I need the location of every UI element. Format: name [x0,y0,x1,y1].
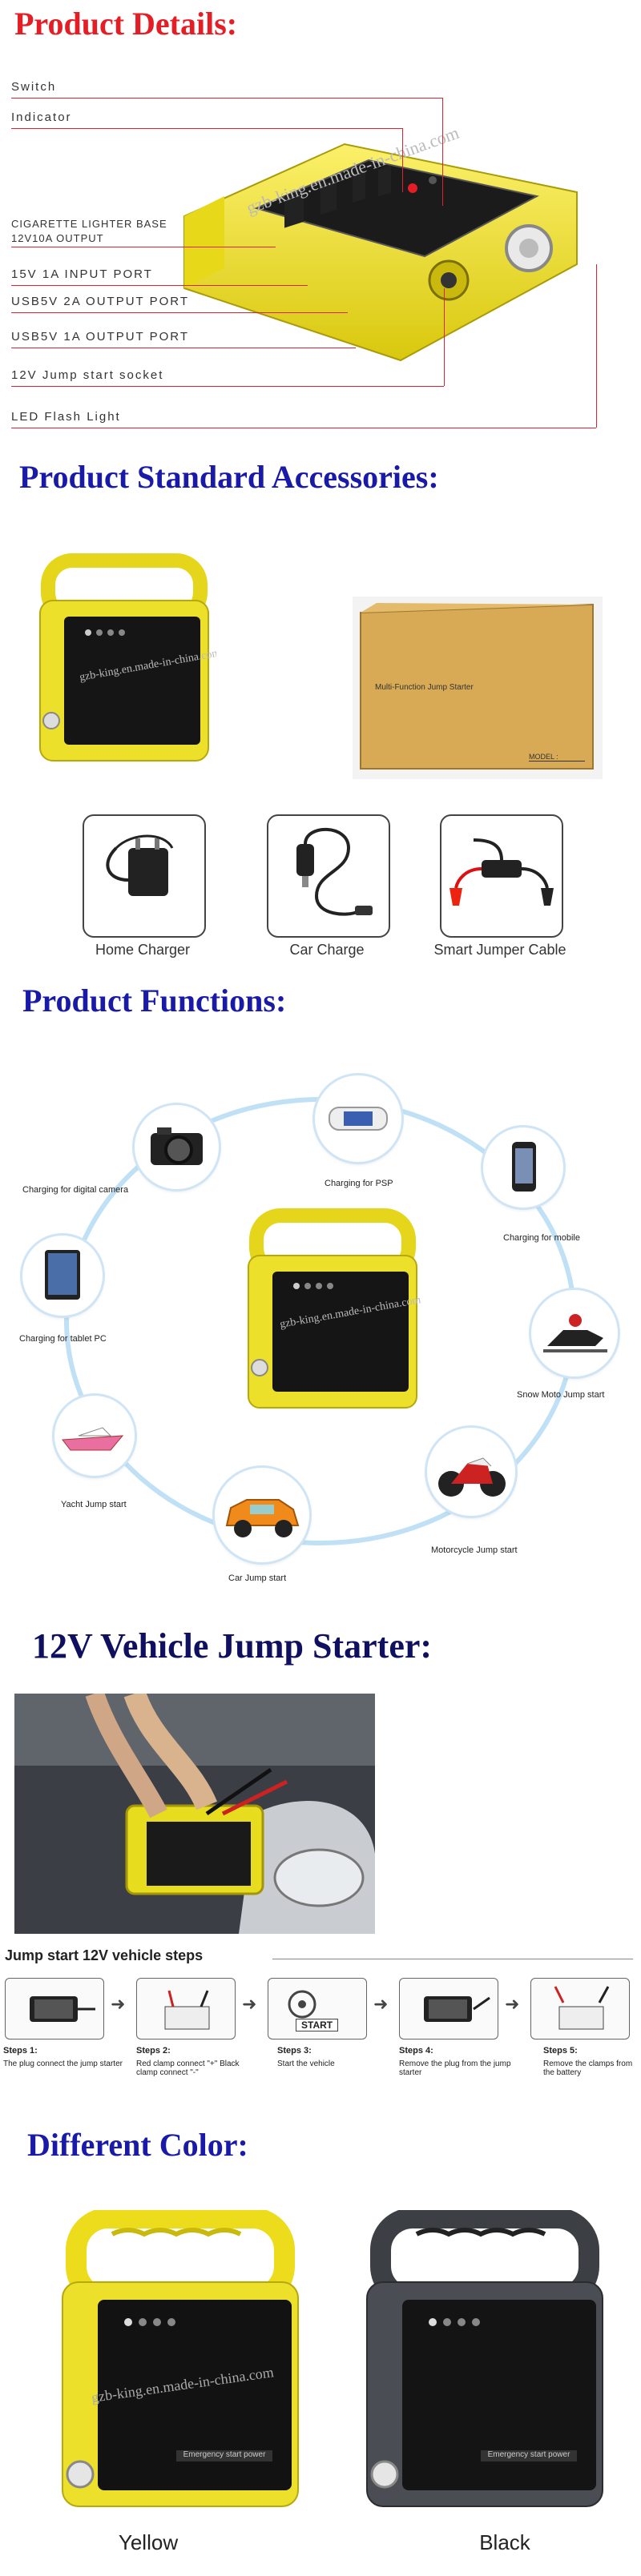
function-snow-moto-label: Snow Moto Jump start [517,1390,605,1400]
step-arrow-icon: ➜ [505,1994,520,2014]
step-5-desc: Remove the clamps from the battery [543,2060,633,2077]
step-2-image [136,1978,236,2040]
functions-center-product-illustration: gzb-king.en.made-in-china.com [248,1208,422,1409]
function-car-label: Car Jump start [228,1573,287,1583]
step-5-title: Steps 5: [543,2046,578,2056]
car-icon [215,1468,309,1562]
leader-jump-socket [11,386,444,387]
function-tablet-label: Charging for tablet PC [19,1334,107,1344]
label-15v-input: 15V 1A INPUT PORT [11,267,153,281]
car-charge-caption: Car Charge [289,942,365,958]
colors-title: Different Color: [27,2127,248,2163]
step-4-desc: Remove the plug from the jump starter [399,2060,511,2077]
step-arrow-icon: ➜ [242,1994,257,2014]
box-label: Multi-Function Jump Starter [375,683,474,692]
jumper-cable-illustration [450,838,554,906]
function-psp-label: Charging for PSP [325,1179,393,1188]
jump-starter-front-image: gzb-king.en.made-in-china.com [32,553,222,769]
function-mobile-label: Charging for mobile [503,1233,580,1243]
leader-indicator [11,128,402,129]
label-12v10a-output: 12V10A OUTPUT [11,232,104,244]
function-yacht-label: Yacht Jump start [61,1500,127,1509]
home-charger-illustration [106,834,174,896]
accessories-title: Product Standard Accessories: [19,459,439,495]
steps-title: Jump start 12V vehicle steps [5,1947,204,1963]
functions-title: Product Functions: [22,983,287,1019]
step-1-desc: The plug connect the jump starter [3,2060,123,2068]
function-camera-label: Charging for digital camera [22,1185,129,1195]
label-usb-2a: USB5V 2A OUTPUT PORT [11,295,189,308]
step-5-image [530,1978,630,2040]
box-model: MODEL : [529,753,585,762]
step-2-desc: Red clamp connect "+" Black clamp connec… [136,2060,240,2077]
product-top-view [160,96,609,368]
home-charger-caption: Home Charger [95,942,191,958]
color-black-label: Black [479,2530,530,2554]
step-4-title: Steps 4: [399,2046,433,2056]
snow-moto-icon [531,1290,618,1376]
color-yellow-label: Yellow [118,2530,179,2554]
jump-starter-front-illustration: gzb-king.en.made-in-china.com [39,553,222,762]
leader-15v [11,285,308,286]
car-charge-illustration [296,827,373,916]
step-arrow-icon: ➜ [373,1994,389,2014]
jumper-cable-caption: Smart Jumper Cable [433,942,566,958]
step-arrow-icon: ➜ [111,1994,126,2014]
black-product-illustration [366,2208,603,2507]
step-3-desc: Start the vehicle [277,2060,335,2068]
leader-jump-socket-v [444,288,445,386]
black-panel-text: Emergency start power [487,2450,570,2459]
tablet-icon [22,1236,103,1316]
black-product-image: Emergency start power [361,2208,609,2514]
label-led-flash: LED Flash Light [11,410,121,424]
leader-indicator-v [402,128,403,192]
yellow-product-image: gzb-king.en.made-in-china.com Emergency … [56,2208,304,2514]
step-3-title: Steps 3: [277,2046,312,2056]
engine-bay-photo [14,1694,375,1934]
jump-title: 12V Vehicle Jump Starter: [32,1626,433,1666]
digital-camera-icon [135,1105,219,1189]
yellow-product-illustration: gzb-king.en.made-in-china.com [62,2208,299,2507]
package-box-illustration [353,597,603,779]
jumper-cable-image [440,814,563,938]
leader-usb-2a [11,312,348,313]
step-3-image: START [268,1978,367,2040]
step-4-image [399,1978,498,2040]
psp-icon [315,1075,401,1162]
step-1-image [5,1978,104,2040]
functions-center-product: gzb-king.en.made-in-china.com [240,1208,425,1416]
label-indicator: Indicator [11,111,72,124]
label-usb-1a: USB5V 1A OUTPUT PORT [11,330,189,344]
leader-switch-v [442,98,443,206]
start-button-label: START [296,2019,339,2031]
yacht-icon [54,1396,135,1476]
product-top-view-illustration [183,143,578,362]
motorcycle-icon [427,1428,515,1516]
car-charge-image [267,814,390,938]
label-switch: Switch [11,80,57,94]
package-box: Multi-Function Jump Starter MODEL : [353,597,603,779]
product-details-title: Product Details: [14,6,238,42]
step-1-title: Steps 1: [3,2046,38,2056]
mobile-icon [483,1127,563,1208]
label-jump-socket: 12V Jump start socket [11,368,164,382]
function-motorcycle-label: Motorcycle Jump start [431,1545,518,1555]
engine-bay-illustration [14,1694,375,1934]
home-charger-image [83,814,206,938]
label-cigarette-lighter: CIGARETTE LIGHTER BASE [11,218,167,230]
leader-led-flash-v [596,264,597,428]
yellow-panel-text: Emergency start power [183,2450,266,2459]
step-2-title: Steps 2: [136,2046,171,2056]
